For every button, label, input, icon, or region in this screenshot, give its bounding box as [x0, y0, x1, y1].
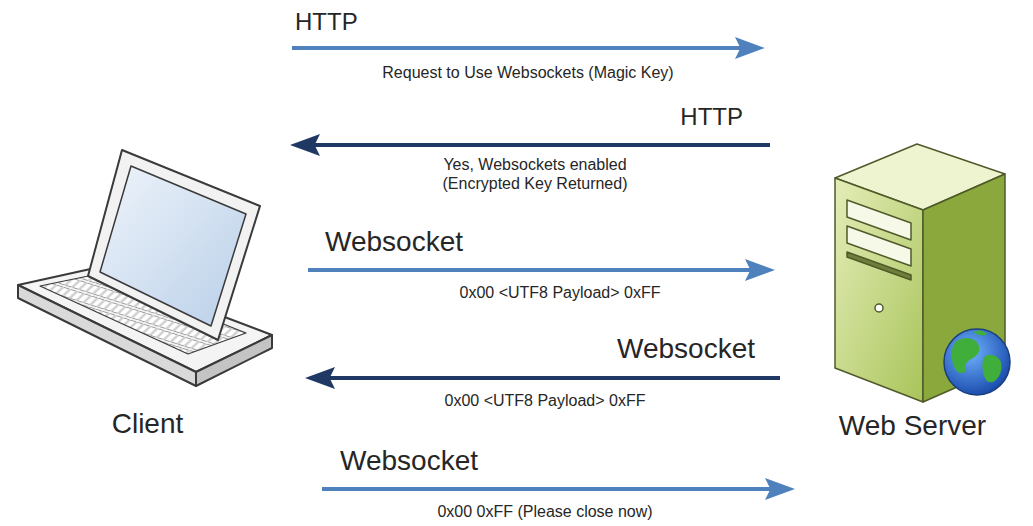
arrow-shaft	[322, 487, 771, 491]
protocol-label: HTTP	[293, 8, 360, 36]
device-label: Client	[112, 408, 184, 440]
power-button	[875, 304, 883, 312]
server-icon	[835, 144, 1010, 402]
device-node: Web Server	[800, 130, 1025, 442]
protocol-label: Websocket	[323, 226, 465, 258]
server-front	[835, 178, 923, 402]
device-label: Web Server	[839, 410, 986, 442]
message-arrow	[290, 134, 770, 156]
laptop-icon	[18, 150, 272, 386]
arrow-shaft	[314, 143, 770, 147]
arrow-head	[745, 259, 775, 281]
message-arrow	[322, 478, 795, 500]
protocol-label: HTTP	[678, 103, 745, 131]
message-note: 0x00 <UTF8 Payload> 0xFF	[460, 283, 661, 302]
server-side	[923, 174, 1005, 402]
drive-slot	[847, 252, 911, 280]
arrow-head	[305, 367, 335, 389]
arrow-head	[735, 37, 765, 59]
globe-icon	[944, 329, 1010, 395]
protocol-label: Websocket	[338, 445, 480, 477]
message-note: Request to Use Websockets (Magic Key)	[382, 63, 673, 82]
arrow-shaft	[292, 46, 741, 50]
arrow-shaft	[308, 268, 751, 272]
arrow-shaft	[329, 376, 780, 380]
arrow-head	[765, 478, 795, 500]
message-note: Yes, Websockets enabled (Encrypted Key R…	[415, 155, 655, 193]
laptop-lid	[88, 150, 260, 340]
protocol-label: Websocket	[615, 333, 757, 365]
message-arrow	[292, 37, 765, 59]
laptop-screen	[100, 166, 246, 326]
message-arrow	[305, 367, 780, 389]
arrow-head	[290, 134, 320, 156]
message-note: 0x00 <UTF8 Payload> 0xFF	[445, 391, 646, 410]
message-note: 0x00 0xFF (Please close now)	[437, 502, 652, 521]
message-arrow	[308, 259, 775, 281]
device-node: Client	[10, 140, 285, 440]
